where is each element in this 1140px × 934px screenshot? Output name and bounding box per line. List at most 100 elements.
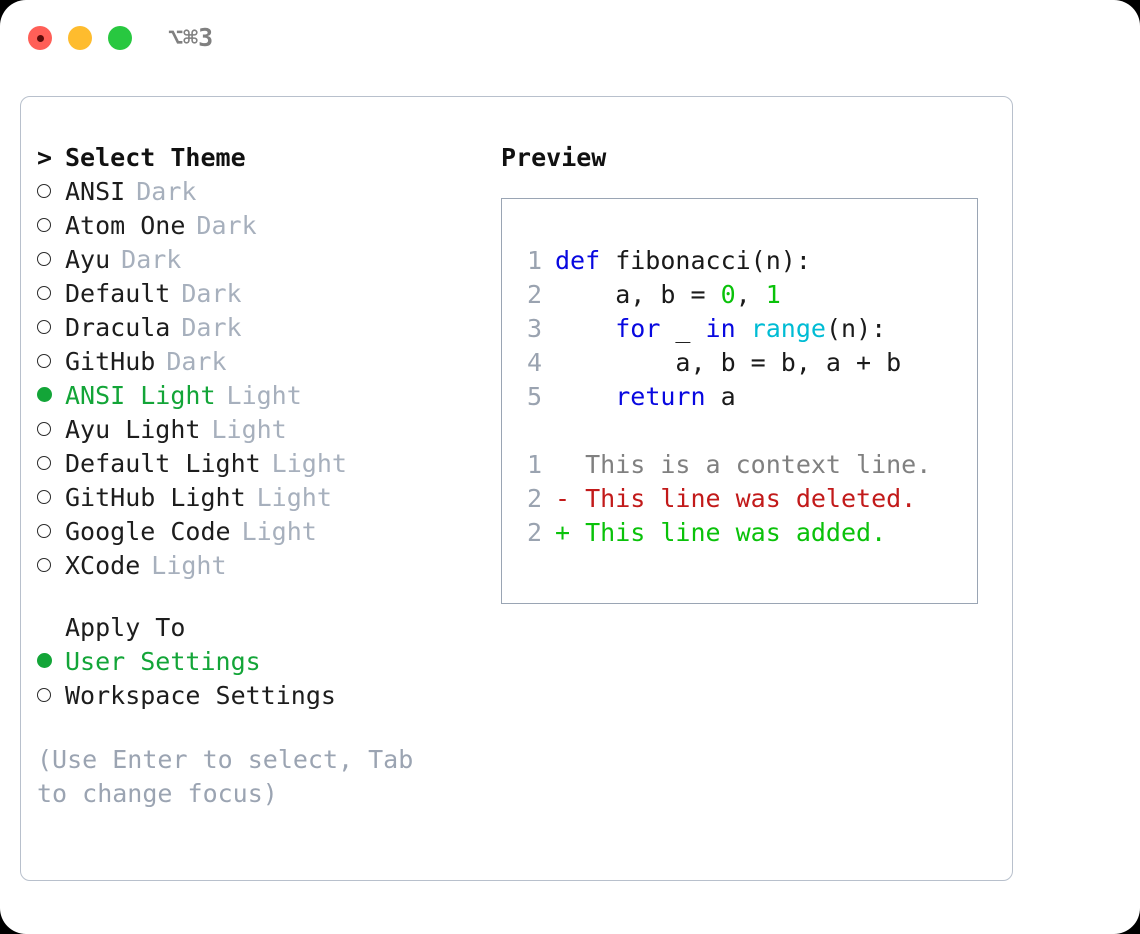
theme-variant-tag: Dark	[181, 279, 242, 308]
radio-unselected-icon[interactable]	[37, 176, 65, 210]
radio-selected-icon[interactable]	[37, 646, 65, 680]
traffic-lights	[28, 26, 132, 50]
radio-dot	[37, 688, 51, 702]
radio-dot	[37, 524, 51, 538]
code-token-plain: fibonacci(n):	[600, 246, 811, 275]
theme-option-label: Atom One	[65, 211, 186, 240]
radio-unselected-icon[interactable]	[37, 312, 65, 346]
code-token-plain	[555, 312, 615, 346]
radio-unselected-icon[interactable]	[37, 448, 65, 482]
code-token-kw: in	[705, 314, 736, 343]
theme-variant-tag: Dark	[181, 313, 242, 342]
apply-to-option-1[interactable]: Workspace Settings	[37, 679, 487, 713]
theme-option-label: Default	[65, 279, 171, 308]
apply-to-option-label: Workspace Settings	[65, 681, 336, 710]
code-blank-line	[514, 414, 931, 448]
theme-variant-tag: Dark	[196, 211, 257, 240]
code-token-plain: (n):	[825, 314, 887, 343]
code-token-plain	[555, 380, 615, 414]
radio-unselected-icon[interactable]	[37, 550, 65, 584]
theme-variant-tag: Dark	[136, 177, 197, 206]
radio-dot	[37, 286, 51, 300]
line-number: 2	[526, 484, 542, 513]
radio-unselected-icon[interactable]	[37, 516, 65, 550]
diff-line: 2- This line was deleted.	[514, 482, 931, 516]
code-token-plain: ,	[735, 280, 766, 309]
theme-option-4[interactable]: Dracula Dark	[37, 311, 487, 345]
theme-option-label: GitHub Light	[65, 483, 246, 512]
preview-title: Preview	[501, 143, 607, 172]
code-token-kw: for	[615, 314, 661, 343]
line-number: 2	[526, 280, 542, 309]
theme-option-0[interactable]: ANSI Dark	[37, 175, 487, 209]
code-token-num: 1	[765, 280, 781, 309]
theme-option-label: ANSI	[65, 177, 126, 206]
diff-line: 2+ This line was added.	[514, 516, 931, 550]
diff-token-ctx: This is a context line.	[555, 450, 932, 479]
code-token-plain	[736, 312, 751, 346]
minimize-button[interactable]	[68, 26, 92, 50]
radio-unselected-icon[interactable]	[37, 278, 65, 312]
theme-selector-header: > Select Theme	[37, 141, 487, 175]
theme-variant-tag: Dark	[166, 347, 227, 376]
radio-selected-icon[interactable]	[37, 380, 65, 414]
theme-option-label: Dracula	[65, 313, 171, 342]
theme-option-label: XCode	[65, 551, 141, 580]
theme-option-label: Ayu	[65, 245, 111, 274]
radio-dot	[37, 558, 51, 572]
radio-unselected-icon[interactable]	[37, 210, 65, 244]
radio-dot	[37, 354, 51, 368]
apply-to-option-0[interactable]: User Settings	[37, 645, 487, 679]
code-token-plain: a, b = b, a + b	[555, 348, 902, 377]
theme-option-label: Ayu Light	[65, 415, 201, 444]
code-line: 4 a, b = b, a + b	[514, 346, 931, 380]
radio-unselected-icon[interactable]	[37, 244, 65, 278]
line-number: 3	[526, 314, 542, 343]
radio-dot	[37, 252, 51, 266]
line-number: 1	[526, 246, 542, 275]
title-bar: ⌥⌘3	[0, 0, 1140, 78]
apply-to-header: Apply To	[37, 611, 487, 645]
code-token-plain: a, b =	[555, 280, 721, 309]
keyboard-shortcut-label: ⌥⌘3	[168, 23, 214, 52]
radio-dot	[37, 320, 51, 334]
theme-option-7[interactable]: Ayu Light Light	[37, 413, 487, 447]
code-token-kw: def	[555, 246, 601, 275]
theme-option-label: GitHub	[65, 347, 156, 376]
theme-option-3[interactable]: Default Dark	[37, 277, 487, 311]
radio-unselected-icon[interactable]	[37, 482, 65, 516]
radio-unselected-icon[interactable]	[37, 680, 65, 714]
keyboard-hint-text: (Use Enter to select, Tab to change focu…	[37, 745, 429, 808]
code-line: 5 return a	[514, 380, 931, 414]
line-number: 5	[526, 382, 542, 411]
apply-to-title: Apply To	[65, 613, 186, 642]
radio-dot	[37, 218, 51, 232]
code-token-num: 0	[720, 280, 736, 309]
selection-caret-icon: >	[37, 143, 53, 172]
radio-unselected-icon[interactable]	[37, 346, 65, 380]
theme-variant-tag: Light	[211, 415, 287, 444]
line-number: 1	[526, 450, 542, 479]
theme-option-1[interactable]: Atom One Dark	[37, 209, 487, 243]
close-button[interactable]	[28, 26, 52, 50]
radio-unselected-icon[interactable]	[37, 414, 65, 448]
theme-option-5[interactable]: GitHub Dark	[37, 345, 487, 379]
maximize-button[interactable]	[108, 26, 132, 50]
radio-dot	[37, 387, 52, 402]
line-number: 4	[526, 348, 542, 377]
code-token-kw: return	[615, 382, 706, 411]
radio-dot	[37, 653, 52, 668]
